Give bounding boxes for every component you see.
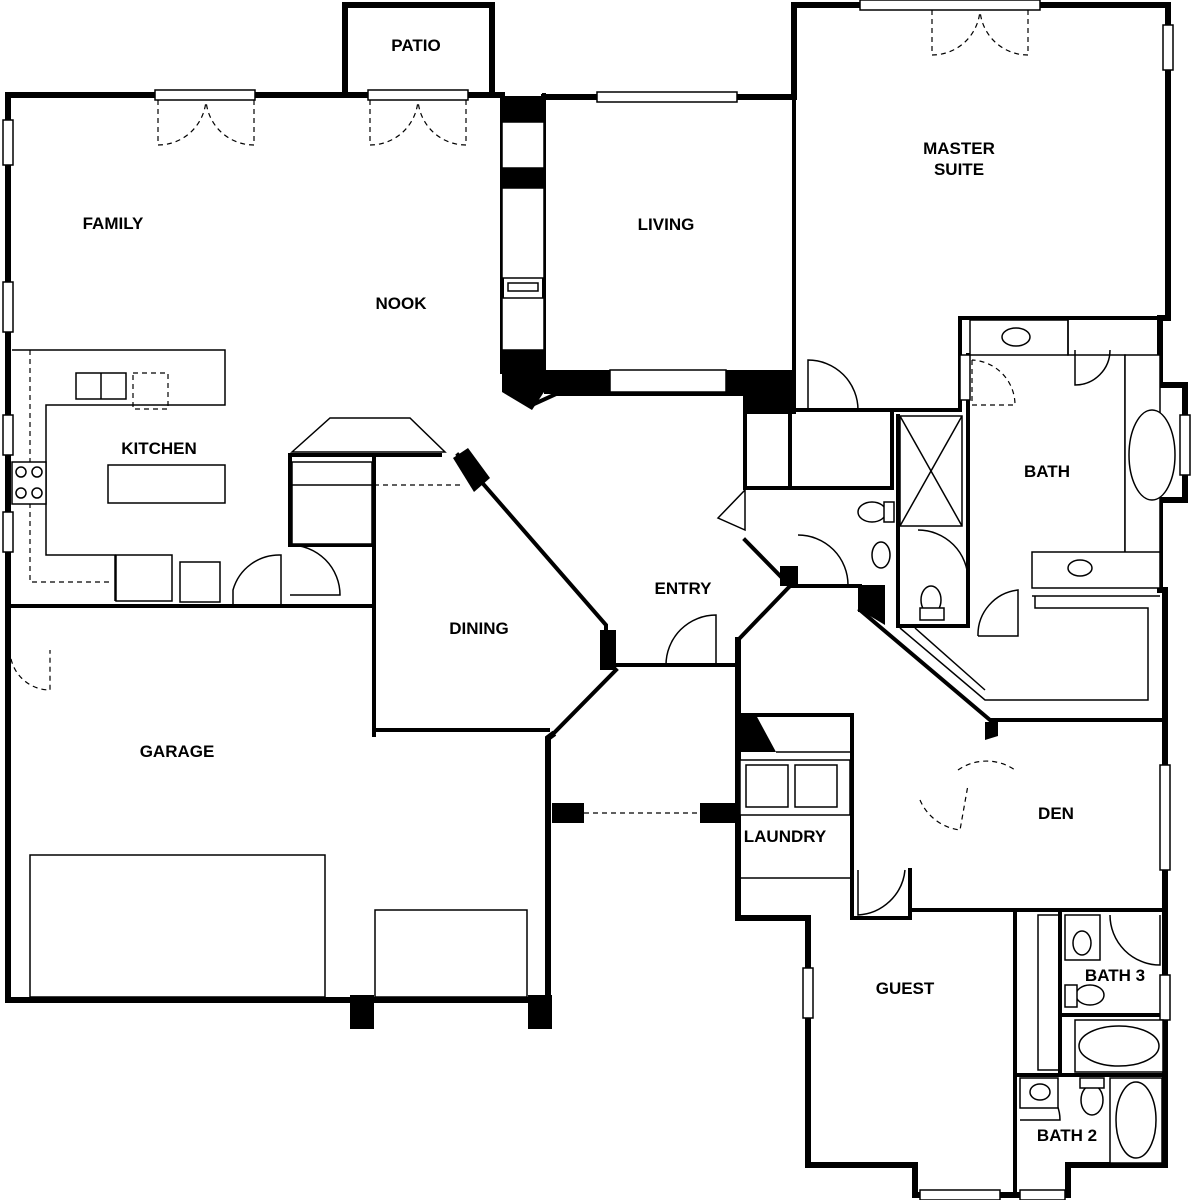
label-nook: NOOK — [376, 294, 428, 313]
label-laundry: LAUNDRY — [744, 827, 827, 846]
label-patio: PATIO — [391, 36, 440, 55]
room-labels: PATIO MASTER SUITE FAMILY LIVING NOOK KI… — [83, 36, 1145, 1145]
bath-fixtures — [857, 318, 1176, 701]
label-entry: ENTRY — [655, 579, 713, 598]
label-master-line1: MASTER — [923, 139, 995, 158]
kitchen-fixtures — [11, 349, 460, 603]
guest-bath-fixtures — [1019, 914, 1164, 1164]
label-garage: GARAGE — [140, 742, 215, 761]
label-living: LIVING — [638, 215, 695, 234]
label-family: FAMILY — [83, 214, 144, 233]
label-guest: GUEST — [876, 979, 935, 998]
label-bath3: BATH 3 — [1085, 966, 1145, 985]
label-den: DEN — [1038, 804, 1074, 823]
laundry-fixtures — [739, 751, 852, 879]
garage-fixtures — [29, 854, 528, 998]
interior-walls — [6, 93, 1170, 1197]
solid-wall-blocks — [350, 96, 998, 1029]
label-kitchen: KITCHEN — [121, 439, 197, 458]
label-bath: BATH — [1024, 462, 1070, 481]
label-master-line2: SUITE — [934, 160, 984, 179]
label-dining: DINING — [449, 619, 509, 638]
label-bath2: BATH 2 — [1037, 1126, 1097, 1145]
